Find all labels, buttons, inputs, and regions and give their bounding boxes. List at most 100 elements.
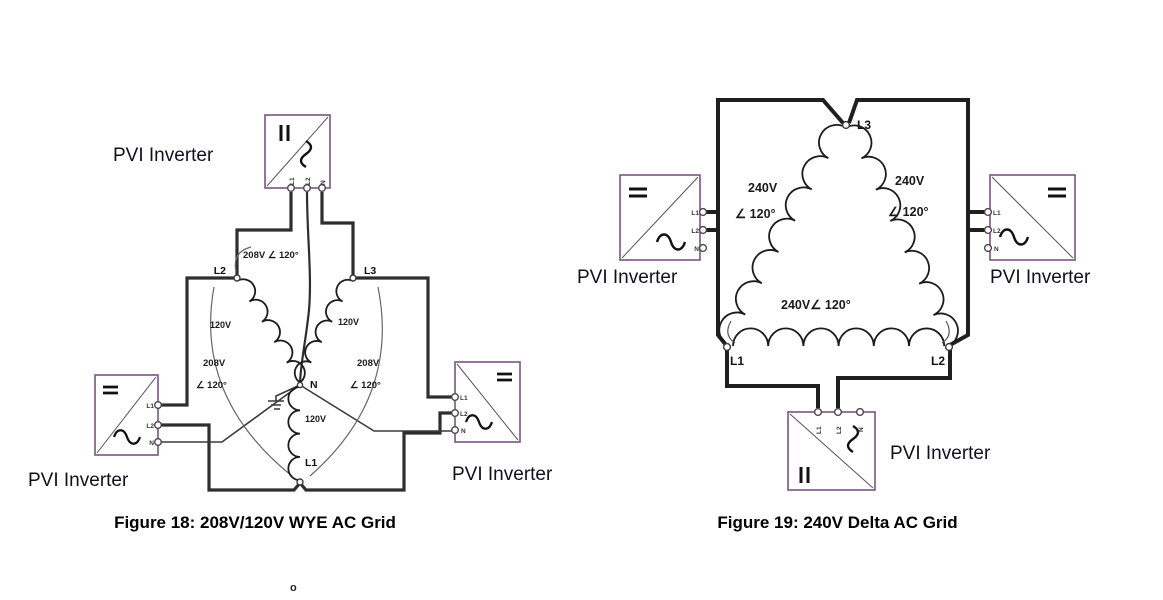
phase-label-top: 208V ∠ 120° [243, 250, 299, 261]
wye-wires [158, 192, 455, 492]
terminal-label: N [320, 180, 327, 185]
wire-neutral-to-left-inverter [158, 384, 301, 443]
delta-bottom-inverter: L1 L2 N [787, 407, 876, 491]
wye-right-inverter: L1 L2 N [451, 361, 521, 443]
dc-ac-divider [991, 176, 1074, 259]
ground-symbol [268, 384, 301, 410]
wye-neutral-wires [158, 384, 455, 443]
wye-coils [236, 278, 354, 482]
terminal-n [855, 407, 865, 417]
wire-top-inverter-to-l2 [235, 192, 293, 275]
terminal-l2 [983, 225, 993, 235]
delta-coils [718, 124, 959, 348]
terminal-n [451, 426, 460, 435]
dc-symbol-icon [1048, 187, 1066, 198]
terminal-l1 [287, 183, 296, 192]
terminal-l1 [698, 207, 708, 217]
delta-nodes [722, 120, 954, 352]
wire-l2-to-bottom-inverter [836, 349, 952, 408]
ac-sine-icon [112, 429, 142, 445]
terminal-label: L1 [146, 403, 154, 410]
wire-left-inverter-to-l1 [158, 423, 302, 492]
stray-cropped-glyph: o [290, 582, 297, 594]
delta-right-inverter: L1 L2 N [983, 174, 1076, 261]
wye-diagram: L1 L2 N PVI Inverter L1 L2 N PV [28, 114, 553, 492]
wire-l1-to-bottom-inverter [725, 349, 820, 408]
phase-label-bottom: 240V∠ 120° [781, 298, 851, 312]
wye-nodes [233, 274, 357, 486]
wire-top-inverter-to-l3 [320, 192, 355, 275]
terminal-l1 [153, 401, 162, 410]
terminal-label: N [858, 427, 865, 432]
phase-label-right-a: ∠ 120° [888, 205, 929, 219]
terminal-l2 [303, 183, 312, 192]
terminals [451, 393, 460, 435]
terminals [983, 207, 993, 253]
terminals [287, 183, 327, 192]
delta-wires [706, 98, 988, 408]
terminal-l2 [833, 407, 843, 417]
pvi-inverter-label-top: PVI Inverter [113, 145, 214, 166]
coil-label-bottom: 120V [305, 414, 326, 424]
node-l1 [296, 478, 304, 486]
node-label-l3: L3 [364, 265, 376, 277]
coil-l2-n [236, 278, 306, 384]
wire-l3-to-right-inverter [353, 276, 455, 399]
delta-left-inverter: L1 L2 N [619, 174, 708, 261]
coil-l3-l1 [718, 124, 846, 347]
terminal-label: L1 [460, 395, 468, 402]
terminals [153, 401, 162, 447]
arc-right-phase [309, 286, 383, 477]
wye-left-inverter: L1 L2 N [94, 374, 162, 456]
node-l2 [233, 274, 241, 282]
terminal-l2 [153, 421, 162, 430]
terminal-label: N [461, 428, 466, 435]
phase-label-right-a: ∠ 120° [350, 380, 381, 391]
coil-l1-l2 [732, 327, 946, 347]
terminal-label: N [694, 246, 699, 253]
pvi-inverter-label-bottom: PVI Inverter [890, 443, 991, 464]
terminal-label: L1 [691, 210, 699, 217]
dc-symbol-icon [629, 187, 647, 198]
ac-sine-icon [299, 139, 313, 169]
dc-ac-divider [621, 176, 699, 259]
figure19-caption: Figure 19: 240V Delta AC Grid [717, 513, 958, 532]
coil-n-l1 [287, 386, 301, 482]
phase-label-left-a: ∠ 120° [196, 380, 227, 391]
wire-l3-right-to-l2 [847, 98, 970, 347]
terminal-label: L2 [691, 228, 699, 235]
terminal-l1 [813, 407, 823, 417]
wire-l2-to-left-inverter [158, 276, 237, 407]
dc-ac-divider [456, 363, 519, 441]
terminal-label: L2 [146, 423, 154, 430]
terminal-label: L2 [305, 177, 312, 185]
coil-l3-n [293, 278, 354, 384]
terminals [813, 407, 865, 417]
terminal-n [153, 438, 162, 447]
coil-l3-l2 [846, 124, 959, 348]
terminal-label: L2 [993, 228, 1001, 235]
terminal-l2 [698, 225, 708, 235]
terminals [698, 207, 708, 253]
pvi-inverter-label-right: PVI Inverter [990, 267, 1091, 288]
wire-right-inverter-to-l1 [298, 411, 455, 492]
terminal-label: L2 [836, 426, 843, 434]
terminal-label: N [994, 246, 999, 253]
wire-top-inverter-to-neutral [298, 191, 312, 384]
ac-sine-icon [655, 233, 687, 251]
ac-sine-icon [998, 228, 1030, 246]
terminal-label: N [149, 440, 154, 447]
node-label-l1: L1 [730, 354, 744, 368]
phase-label-right-v: 208V [357, 358, 380, 369]
ac-sine-icon [846, 424, 860, 454]
node-neutral [296, 381, 304, 389]
phase-label-right-v: 240V [895, 174, 925, 188]
wye-measure-arcs [210, 246, 383, 477]
stub-left-inverter [706, 210, 718, 232]
terminal-label: L1 [816, 426, 823, 434]
terminal-n [698, 243, 708, 253]
pvi-inverter-label-right: PVI Inverter [452, 464, 553, 485]
terminal-label: L1 [289, 177, 296, 185]
figure18-caption: Figure 18: 208V/120V WYE AC Grid [114, 513, 396, 532]
